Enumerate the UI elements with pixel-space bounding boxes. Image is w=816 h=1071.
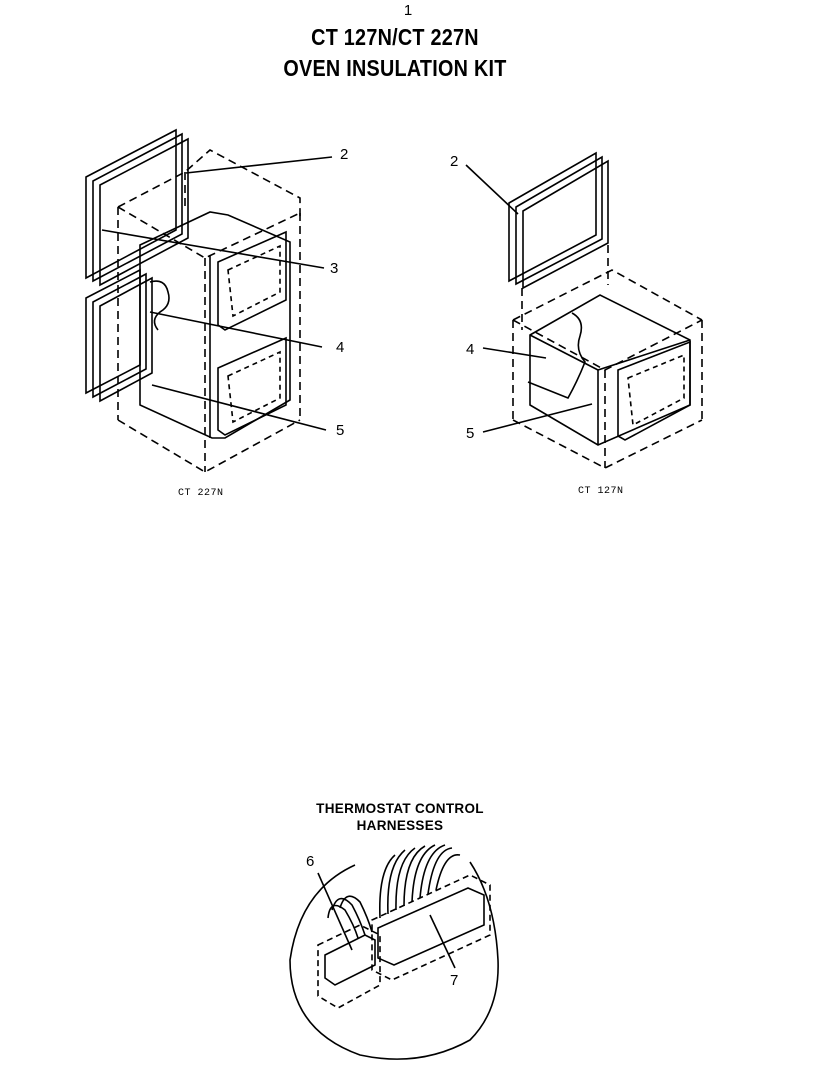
callout-4-right: 4 bbox=[466, 341, 475, 358]
large-harness-connector bbox=[371, 844, 491, 981]
left-leader-lines bbox=[101, 156, 333, 431]
callout-4-left: 4 bbox=[336, 339, 345, 356]
callout-2-left: 2 bbox=[340, 146, 349, 163]
left-oven-cabinet bbox=[117, 149, 301, 473]
callout-3-left: 3 bbox=[330, 260, 339, 277]
right-insulation-panel bbox=[508, 151, 609, 290]
title-kit-name: OVEN INSULATION KIT bbox=[283, 55, 507, 81]
left-insulation-panel-lower bbox=[85, 268, 153, 403]
harness-leader-lines bbox=[317, 872, 456, 969]
callout-5-right: 5 bbox=[466, 425, 475, 442]
title-model-numbers: CT 127N/CT 227N bbox=[311, 24, 479, 50]
right-leader-lines bbox=[465, 164, 593, 433]
page-number: 1 bbox=[403, 2, 413, 19]
harness-title-line2: HARNESSES bbox=[356, 818, 444, 833]
right-diagram-caption: CT 127N bbox=[578, 486, 624, 497]
left-diagram-caption: CT 227N bbox=[178, 488, 224, 499]
harness-title-line1: THERMOSTAT CONTROL bbox=[316, 801, 484, 816]
right-oven-cabinet bbox=[512, 245, 703, 469]
small-harness-connector bbox=[317, 895, 381, 1009]
harness-circle bbox=[289, 861, 499, 1060]
callout-2-right: 2 bbox=[450, 153, 459, 170]
callout-5-left: 5 bbox=[336, 422, 345, 439]
left-insulation-panel-upper bbox=[85, 128, 189, 287]
callout-6: 6 bbox=[306, 853, 315, 870]
callout-7: 7 bbox=[450, 972, 459, 989]
